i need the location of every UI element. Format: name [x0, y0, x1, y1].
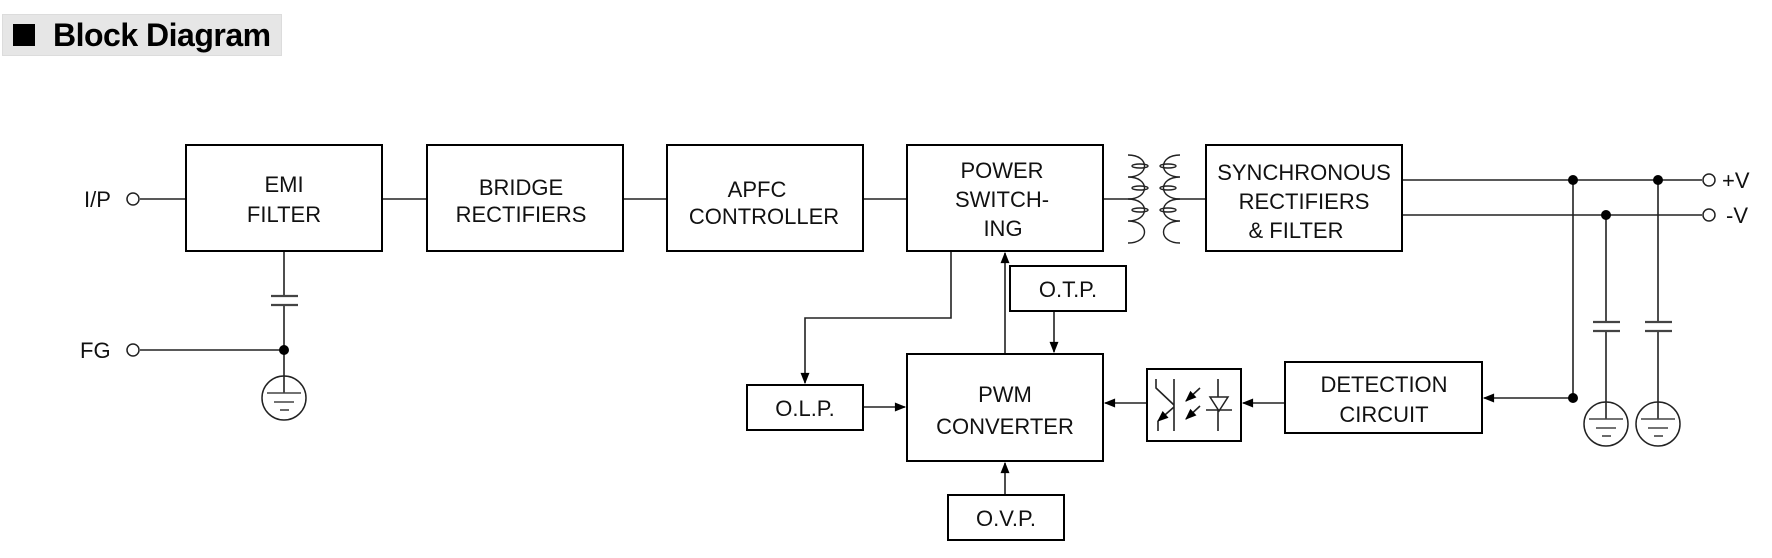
block-label: O.L.P. [775, 396, 835, 421]
block-label: APFC [728, 177, 787, 202]
section-header: Block Diagram [2, 14, 282, 56]
black-square-icon [13, 24, 35, 46]
block-label: RECTIFIERS [1239, 189, 1370, 214]
block-label: CONVERTER [936, 414, 1074, 439]
junction-dot [279, 345, 289, 355]
block-label: RECTIFIERS [456, 202, 587, 227]
block-label: DETECTION [1320, 372, 1447, 397]
block-label: PWM [978, 382, 1032, 407]
positive-terminal-icon [1702, 173, 1716, 187]
negative-terminal-label: -V [1726, 203, 1748, 228]
junctions [279, 175, 1663, 403]
block-label: BRIDGE [479, 175, 563, 200]
fg-terminal-label: FG [80, 338, 111, 363]
block-label: EMI [264, 172, 303, 197]
earth-ground-icon [261, 375, 307, 421]
block-ovp: O.V.P. [947, 494, 1065, 541]
block-label: SYNCHRONOUS [1217, 160, 1391, 185]
wire-power-olp [800, 251, 952, 385]
block-label: O.T.P. [1039, 277, 1097, 302]
transformer-icon [1127, 154, 1181, 244]
junction-dot [1653, 175, 1663, 185]
block-apfc-controller: APFC CONTROLLER [666, 144, 864, 252]
block-label: ING [983, 216, 1022, 241]
junction-dot [1601, 210, 1611, 220]
block-detection-circuit: DETECTION CIRCUIT [1284, 361, 1483, 434]
block-label: O.V.P. [976, 506, 1036, 531]
block-label: POWER [960, 158, 1043, 183]
earth-ground-icon [1635, 401, 1681, 447]
block-label: SWITCH- [955, 187, 1049, 212]
capacitor-icon [1645, 320, 1672, 333]
block-label: CONTROLLER [689, 204, 839, 229]
block-olp: O.L.P. [746, 384, 864, 431]
block-otp: O.T.P. [1009, 265, 1127, 312]
optocoupler-icon [1146, 368, 1242, 442]
fg-terminal-icon [126, 343, 140, 357]
block-label: & FILTER [1249, 218, 1344, 243]
capacitor-icon [1593, 320, 1620, 333]
block-pwm-converter: PWM CONVERTER [906, 353, 1104, 462]
junction-dot [1568, 175, 1578, 185]
capacitor-icon [271, 294, 298, 307]
block-sync-rectifiers-filter: SYNCHRONOUS RECTIFIERS & FILTER [1205, 144, 1403, 252]
junction-dot [1568, 393, 1578, 403]
terminals: I/P FG +V -V [80, 168, 1750, 363]
positive-terminal-label: +V [1722, 168, 1750, 193]
negative-terminal-icon [1702, 208, 1716, 222]
block-power-switching: POWER SWITCH- ING [906, 144, 1104, 252]
earth-ground-icon [1583, 401, 1629, 447]
block-label: CIRCUIT [1339, 402, 1428, 427]
section-title: Block Diagram [53, 16, 271, 53]
input-terminal-icon [126, 192, 140, 206]
block-emi-filter: EMI FILTER [185, 144, 383, 252]
block-bridge-rectifiers: BRIDGE RECTIFIERS [426, 144, 624, 252]
block-label: FILTER [247, 202, 321, 227]
input-terminal-label: I/P [84, 187, 111, 212]
